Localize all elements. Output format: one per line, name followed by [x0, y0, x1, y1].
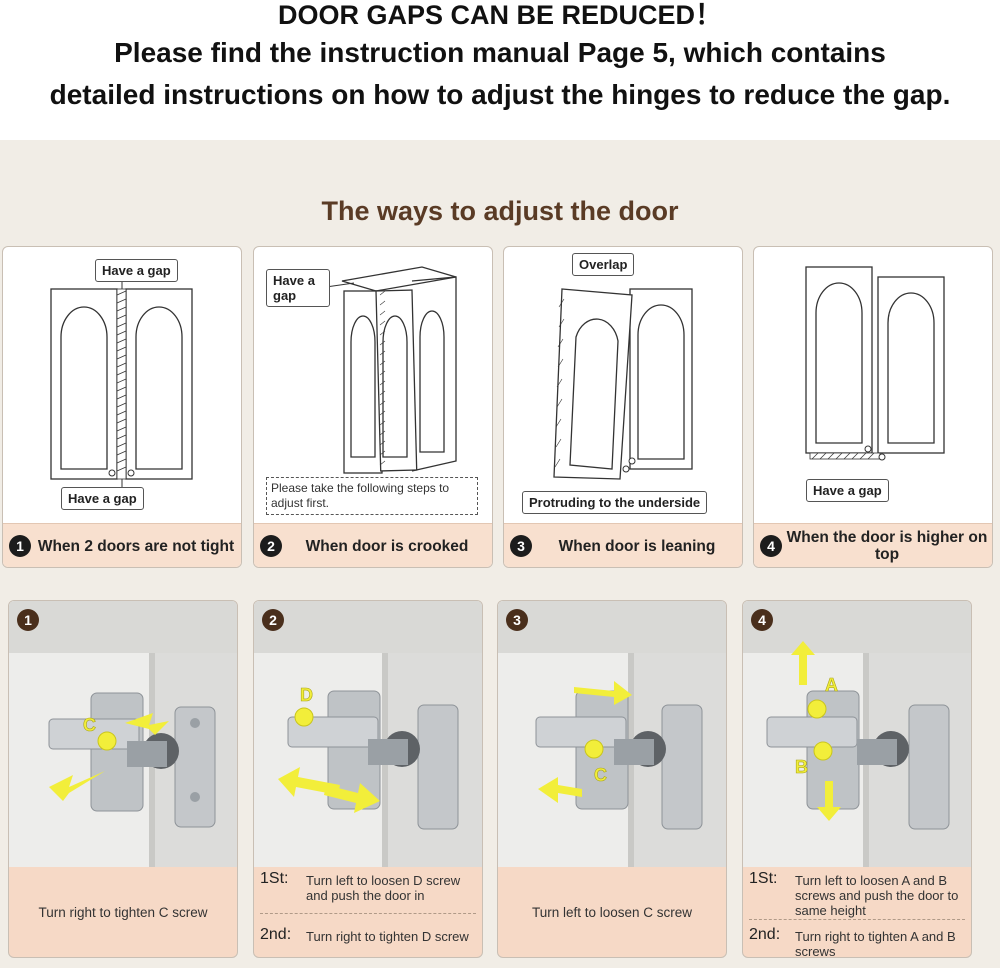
- second-step-text: Turn right to tighten D screw: [306, 929, 469, 944]
- subheadline-1: Please find the instruction manual Page …: [114, 37, 886, 68]
- first-step-text: Turn left to loosen A and B screws and p…: [795, 873, 959, 918]
- header-banner: DOOR GAPS CAN BE REDUCED！ Please find th…: [0, 0, 1000, 140]
- caption-text: When the door is higher on top: [786, 529, 988, 563]
- two-doors-gap-illustration: [50, 281, 193, 487]
- caption-bar: 4 When the door is higher on top: [754, 523, 992, 567]
- step-number-badge: 2: [262, 609, 284, 631]
- first-step-key: 1St:: [749, 870, 778, 887]
- higher-door-illustration: [805, 266, 945, 461]
- step-card-4: A B 4 1St: Turn left to loosen A and B s…: [742, 600, 972, 958]
- caption-bar: 1 When 2 doors are not tight: [3, 523, 241, 567]
- gap-label: Have a gap: [266, 269, 330, 307]
- first-step-key: 1St:: [260, 870, 289, 887]
- step-number-badge: 4: [751, 609, 773, 631]
- second-step-text: Turn right to tighten A and B screws: [795, 929, 956, 958]
- step-divider: [260, 913, 476, 914]
- card-door-crooked: Have a gap Please take the following ste…: [253, 246, 493, 568]
- hinge-photo-4: A B: [743, 601, 971, 867]
- caption-bar: 3 When door is leaning: [504, 523, 742, 567]
- overlap-label: Overlap: [572, 253, 635, 276]
- pre-adjust-note: Please take the following steps to adjus…: [266, 477, 478, 515]
- step-card-1: C 1 Turn right to tighten C screw: [8, 600, 238, 958]
- marker-a: A: [825, 675, 838, 695]
- second-step-key: 2nd:: [749, 926, 781, 943]
- marker-c: C: [594, 765, 607, 785]
- caption-bar: 2 When door is crooked: [254, 523, 492, 567]
- step-number-badge: 3: [506, 609, 528, 631]
- step-divider: [749, 919, 965, 920]
- caption-text: When door is leaning: [558, 537, 716, 555]
- caption-text: When door is crooked: [305, 537, 469, 555]
- caption-text: When 2 doors are not tight: [37, 537, 235, 555]
- step-number-badge: 1: [17, 609, 39, 631]
- step-card-3: C 3 Turn left to loosen C screw: [497, 600, 727, 958]
- section-title: The ways to adjust the door: [321, 196, 679, 226]
- card-door-higher: Have a gap 4 When the door is higher on …: [753, 246, 993, 568]
- hinge-photo-3: C: [498, 601, 726, 867]
- card-doors-not-tight: Have a gap Have a gap 1 When 2 doors are…: [2, 246, 242, 568]
- first-step-text: Turn left to loosen D screw and push the…: [306, 873, 461, 903]
- step-instruction: Turn left to loosen C screw: [531, 904, 693, 920]
- leaning-door-illustration: [553, 288, 693, 480]
- second-step-key: 2nd:: [260, 926, 292, 943]
- headline: DOOR GAPS CAN BE REDUCED！: [277, 0, 723, 30]
- marker-c: C: [83, 715, 96, 735]
- gap-label-bottom: Have a gap: [61, 487, 144, 510]
- step-number-badge: 3: [510, 535, 532, 557]
- gap-label-top: Have a gap: [95, 259, 178, 282]
- marker-d: D: [300, 685, 313, 705]
- step-number-badge: 4: [760, 535, 782, 557]
- card-door-leaning: Overlap Protruding to the underside 3 Wh…: [503, 246, 743, 568]
- crooked-door-illustration: [325, 266, 457, 474]
- protruding-label: Protruding to the underside: [522, 491, 708, 514]
- marker-b: B: [795, 757, 808, 777]
- subheadline-2: detailed instructions on how to adjust t…: [49, 79, 951, 110]
- hinge-photo-1: C: [9, 601, 237, 867]
- step-instruction: Turn right to tighten C screw: [38, 904, 208, 920]
- step-number-badge: 2: [260, 535, 282, 557]
- step-number-badge: 1: [9, 535, 31, 557]
- hinge-photo-2: D: [254, 601, 482, 867]
- gap-label: Have a gap: [806, 479, 889, 502]
- step-card-2: D 2 1St: Turn left to loosen D screw and…: [253, 600, 483, 958]
